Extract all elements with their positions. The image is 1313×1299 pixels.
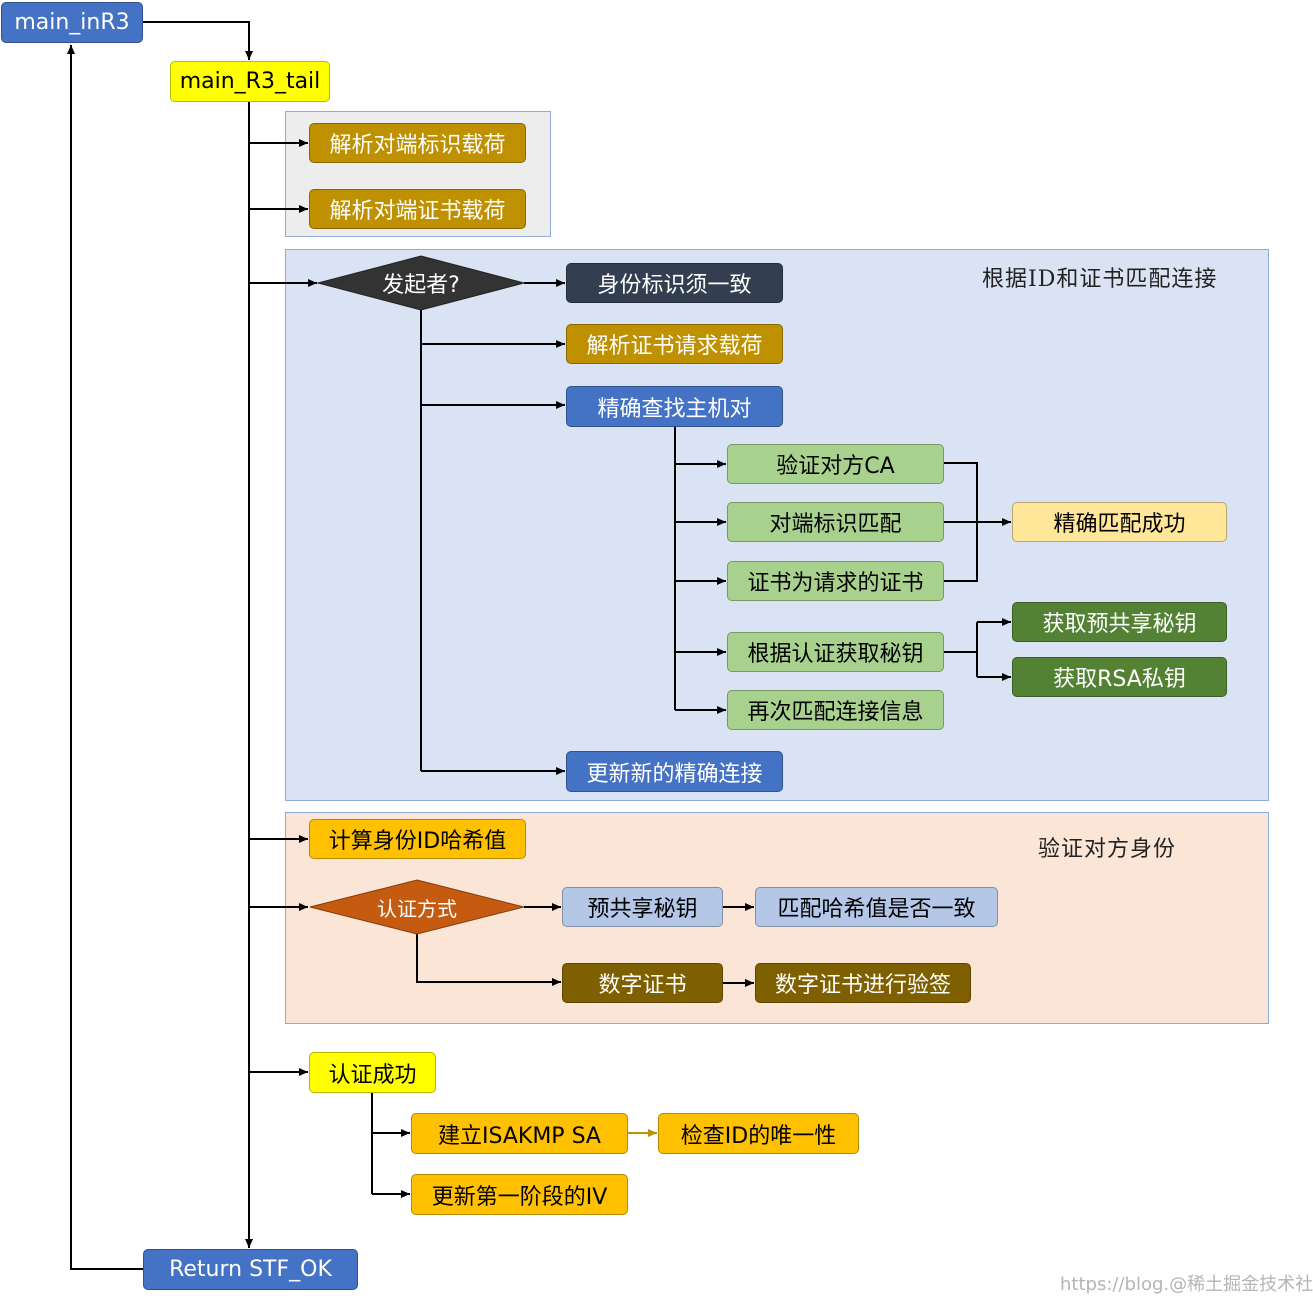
edge-return-loop	[67, 45, 143, 1270]
watermark: https://blog.@稀土掘金技术社区	[1060, 1274, 1313, 1295]
verify-region-title: 验证对方身份	[1038, 837, 1177, 862]
initiator-label: 发起者?	[382, 273, 460, 298]
get-psk-node: 获取预共享秘钥	[1012, 602, 1227, 642]
hash-match-node: 匹配哈希值是否一致	[755, 887, 998, 927]
peer-id-match-node: 对端标识匹配	[727, 502, 944, 542]
initiator-diamond	[316, 255, 526, 311]
main-inR3-node: main_inR3	[1, 2, 143, 43]
update-conn-node: 更新新的精确连接	[566, 751, 783, 792]
get-key-by-auth-node: 根据认证获取秘钥	[727, 632, 944, 672]
parse-id-node: 解析对端标识载荷	[309, 123, 526, 163]
exact-find-node: 精确查找主机对	[566, 386, 783, 427]
parse-cert-req-node: 解析证书请求载荷	[566, 324, 783, 364]
build-sa-node: 建立ISAKMP SA	[411, 1113, 628, 1154]
return-ok-node: Return STF_OK	[143, 1249, 358, 1290]
parse-cert-node: 解析对端证书载荷	[309, 189, 526, 229]
digital-cert-node: 数字证书	[562, 963, 723, 1003]
get-rsa-node: 获取RSA私钥	[1012, 657, 1227, 697]
cert-verify-node: 数字证书进行验签	[755, 963, 971, 1003]
auth-method-label: 认证方式	[377, 896, 457, 921]
auth-ok-node: 认证成功	[309, 1052, 436, 1093]
id-consistent-node: 身份标识须一致	[566, 263, 783, 303]
check-id-unique-node: 检查ID的唯一性	[658, 1113, 859, 1154]
update-iv-node: 更新第一阶段的IV	[411, 1174, 628, 1215]
edge-main-to-tail	[143, 21, 253, 60]
cert-is-requested-node: 证书为请求的证书	[727, 561, 944, 601]
main-R3-tail-node: main_R3_tail	[170, 61, 330, 102]
exact-match-ok-node: 精确匹配成功	[1012, 502, 1227, 542]
verify-ca-node: 验证对方CA	[727, 444, 944, 484]
match-region-title: 根据ID和证书匹配连接	[982, 267, 1218, 292]
psk-node: 预共享秘钥	[562, 887, 723, 927]
calc-hash-node: 计算身份ID哈希值	[309, 819, 526, 859]
rematch-conn-node: 再次匹配连接信息	[727, 690, 944, 730]
auth-method-diamond	[309, 879, 525, 935]
